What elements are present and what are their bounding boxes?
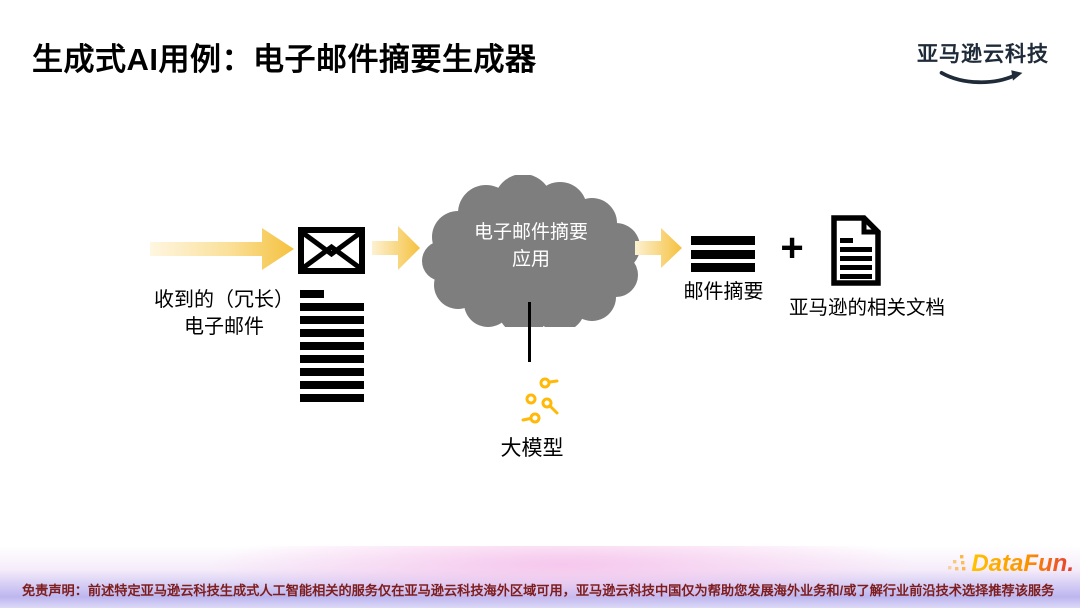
plus-sign: +: [780, 226, 804, 270]
related-docs-label: 亚马逊的相关文档: [788, 297, 945, 319]
datafun-logo: DataFun.: [946, 550, 1074, 579]
datafun-logo-text: DataFun.: [971, 550, 1074, 577]
app-cloud: 电子邮件摘要 应用: [420, 174, 642, 335]
summary-lines-icon: [691, 236, 755, 272]
large-model-spark-icon: [521, 377, 559, 424]
flow-arrow-3-icon: [635, 228, 682, 268]
large-model-label: 大模型: [500, 437, 564, 460]
flow-arrow-1-icon: [150, 228, 294, 270]
footer-gradient-band: [0, 546, 1080, 608]
app-cloud-label: 电子邮件摘要 应用: [473, 222, 588, 270]
amazon-smile-icon: [939, 70, 1023, 85]
aws-logo: 亚马逊云科技: [917, 38, 1049, 86]
cloud-shape-icon: [422, 174, 640, 335]
document-icon: [831, 215, 881, 286]
summary-label: 邮件摘要: [683, 281, 764, 303]
input-email-label: 收到的（冗长） 电子邮件: [154, 289, 294, 338]
disclaimer-text: 免责声明：前述特定亚马逊云科技生成式人工智能相关的服务仅在亚马逊云科技海外区域可…: [22, 583, 1055, 598]
flow-arrow-2-icon: [372, 226, 420, 270]
datafun-dots-icon: [948, 555, 966, 571]
envelope-icon: [298, 227, 365, 274]
page-title: 生成式AI用例：电子邮件摘要生成器: [32, 42, 537, 77]
cloud-to-model-connector: [528, 302, 531, 362]
long-email-lines-icon: [300, 290, 364, 402]
aws-logo-text: 亚马逊云科技: [917, 43, 1049, 66]
